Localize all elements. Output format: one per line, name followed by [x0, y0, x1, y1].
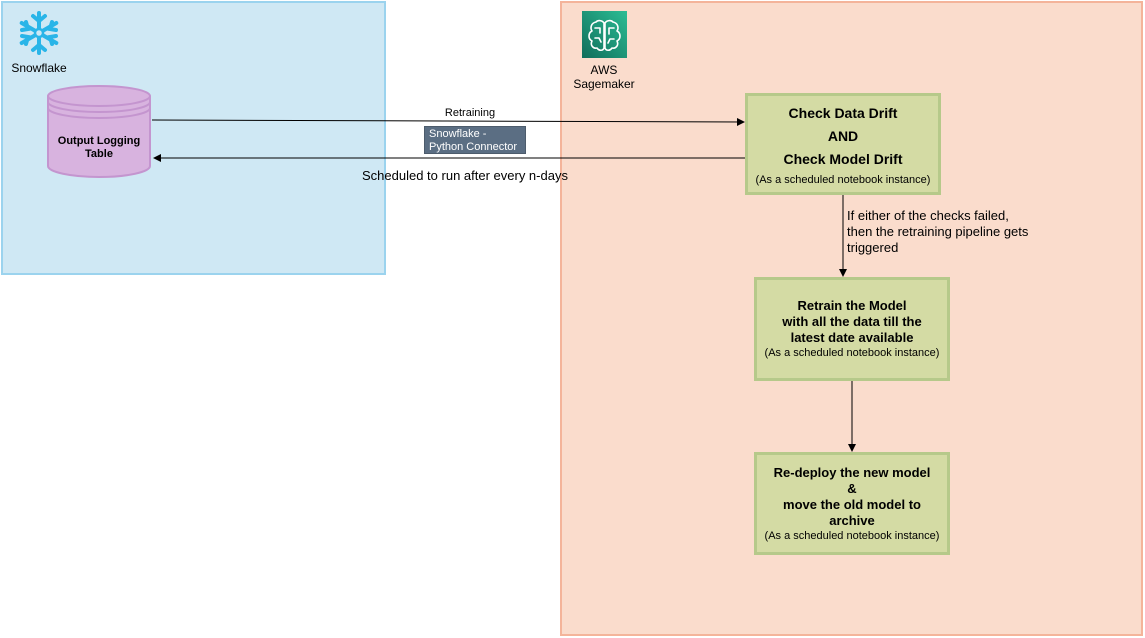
- check-drift-box: Check Data Drift AND Check Model Drift (…: [745, 93, 941, 195]
- retrain-line2: with all the data till the: [782, 314, 922, 329]
- scheduled-label: Scheduled to run after every n-days: [362, 168, 568, 183]
- retraining-label: Retraining: [444, 107, 496, 119]
- connector-line1: Snowflake -: [429, 128, 487, 140]
- aws-label-line2: Sagemaker: [573, 77, 635, 91]
- table-label-line1: Output Logging: [57, 135, 141, 147]
- table-label: Output Logging Table: [46, 135, 152, 161]
- sagemaker-icon: [582, 11, 627, 58]
- condition-line3: triggered: [847, 240, 899, 255]
- arrow-retraining: [151, 117, 745, 126]
- condition-line2: then the retraining pipeline gets: [847, 224, 1029, 239]
- check-line2: AND: [827, 127, 859, 144]
- snowflake-label: Snowflake: [11, 61, 67, 75]
- aws-label-line1: AWS: [590, 63, 618, 77]
- redeploy-model-box: Re-deploy the new model & move the old m…: [754, 452, 950, 555]
- check-note: (As a scheduled notebook instance): [755, 173, 931, 186]
- retrain-line1: Retrain the Model: [797, 298, 907, 313]
- snowflake-icon: [18, 10, 60, 56]
- deploy-line4: archive: [829, 512, 875, 528]
- retrain-note: (As a scheduled notebook instance): [764, 347, 940, 359]
- retrain-line3: latest date available: [790, 330, 914, 345]
- retraining-condition-label: If either of the checks failed, then the…: [847, 208, 1087, 256]
- snowflake-python-connector-label: Snowflake - Python Connector: [424, 126, 526, 154]
- deploy-line1: Re-deploy the new model: [773, 464, 931, 480]
- deploy-line3: move the old model to: [783, 496, 921, 512]
- table-label-line2: Table: [85, 148, 113, 160]
- check-line1: Check Data Drift: [788, 104, 898, 121]
- check-line3: Check Model Drift: [783, 150, 903, 167]
- retrain-model-box: Retrain the Model with all the data till…: [754, 277, 950, 381]
- connector-line2: Python Connector: [429, 141, 518, 153]
- output-logging-table: [46, 84, 152, 180]
- condition-line1: If either of the checks failed,: [847, 208, 1009, 223]
- deploy-line2: &: [847, 480, 857, 496]
- deploy-note: (As a scheduled notebook instance): [764, 529, 940, 542]
- aws-sagemaker-label: AWS Sagemaker: [564, 63, 644, 91]
